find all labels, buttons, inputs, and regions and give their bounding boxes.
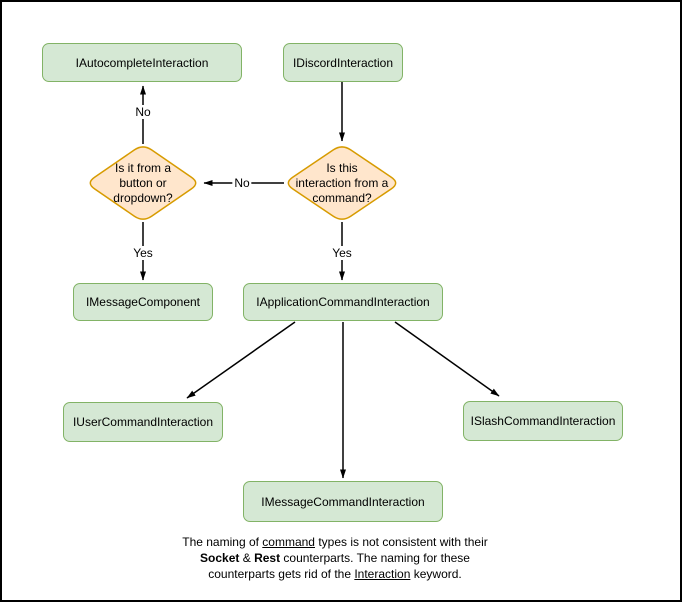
bold-socket: Socket (200, 551, 240, 565)
node-label: IUserCommandInteraction (72, 415, 214, 429)
underlined-command: command (262, 535, 315, 549)
node-message-command-interaction: IMessageCommandInteraction (243, 481, 443, 522)
underlined-interaction: Interaction (354, 567, 411, 581)
node-label: IMessageComponent (85, 295, 201, 309)
decision-from-command-shape (287, 146, 397, 220)
edge-application-to-user-command (186, 321, 296, 399)
decision-button-or-dropdown-shape (89, 146, 197, 220)
edge-label-yes-message-component: Yes (131, 246, 155, 260)
node-label: IDiscordInteraction (292, 55, 394, 70)
node-user-command-interaction: IUserCommandInteraction (63, 402, 223, 442)
node-label: ISlashCommandInteraction (470, 414, 616, 428)
edge-label-no-between-decisions: No (232, 176, 252, 190)
node-label: IAutocompleteInteraction (75, 55, 209, 70)
note-line-1: The naming of command types is not consi… (182, 535, 488, 549)
node-label: IMessageCommandInteraction (261, 494, 425, 509)
node-autocomplete-interaction: IAutocompleteInteraction (42, 43, 242, 82)
edge-label-no-autocomplete: No (133, 105, 153, 119)
edge-application-to-slash-command (394, 321, 500, 397)
naming-note: The naming of command types is not consi… (115, 534, 555, 582)
node-application-command-interaction: IApplicationCommandInteraction (243, 283, 443, 321)
node-message-component: IMessageComponent (73, 283, 213, 321)
node-label: IApplicationCommandInteraction (256, 295, 430, 309)
node-slash-command-interaction: ISlashCommandInteraction (463, 401, 623, 441)
edge-label-yes-application-command: Yes (330, 246, 354, 260)
note-line-3: counterparts gets rid of the Interaction… (208, 567, 462, 581)
node-discord-interaction: IDiscordInteraction (283, 43, 403, 82)
bold-rest: Rest (254, 551, 281, 565)
note-line-2: Socket & Rest counterparts. The naming f… (200, 551, 470, 565)
